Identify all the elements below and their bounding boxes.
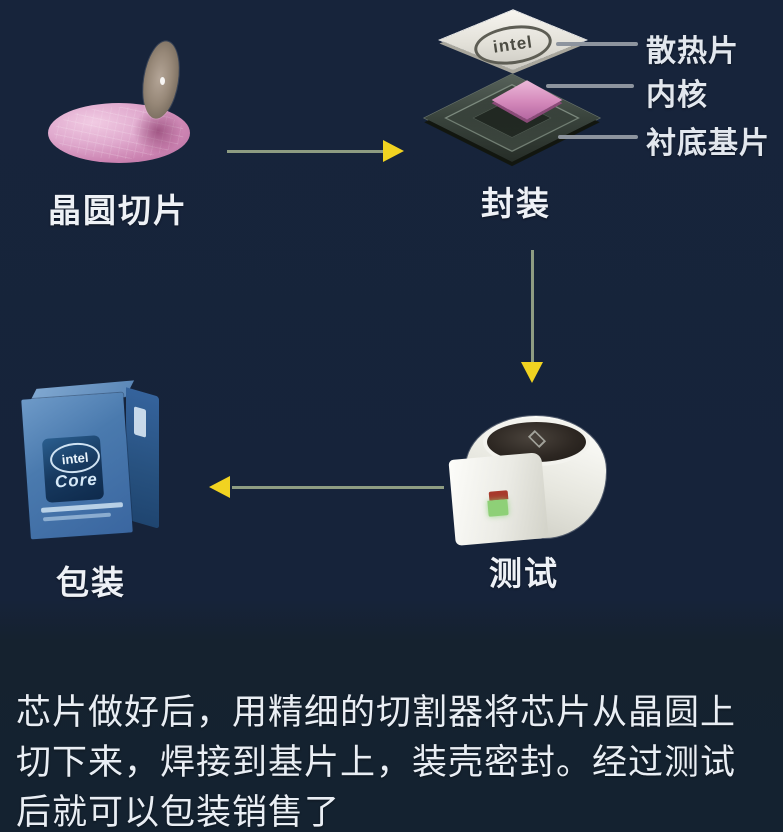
blade-hub-highlight (160, 77, 165, 85)
callout-line-core (546, 84, 634, 88)
arrow-left-stem (232, 486, 444, 489)
retail-box-side-badge (134, 406, 146, 438)
box-step-label: 包装 (56, 564, 126, 601)
description-line-2: 切下来，焊接到基片上，装壳密封。经过测试 (16, 743, 737, 782)
retail-box-logo-text: intel (60, 449, 90, 467)
arrow-down-stem (531, 250, 534, 362)
description-line-1: 芯片做好后，用精细的切割器将芯片从晶圆上 (16, 693, 737, 732)
callout-label-substrate: 衬底基片 (646, 127, 770, 160)
package-step-label: 封装 (481, 185, 551, 222)
intel-logo-text: intel (491, 32, 535, 57)
green-indicator-led (487, 499, 509, 517)
callout-label-core: 内核 (646, 79, 708, 112)
description-line-3: 后就可以包装销售了 (16, 793, 341, 832)
callout-line-heatsink (556, 42, 638, 46)
test-step-label: 测试 (489, 555, 559, 592)
callout-line-substrate (558, 135, 638, 139)
arrow-right-stem (227, 150, 385, 153)
wafer-step-label: 晶圆切片 (48, 192, 188, 229)
arrow-left-head (209, 476, 230, 498)
callout-label-heatsink: 散热片 (646, 35, 739, 68)
arrow-down-head (521, 362, 543, 383)
retail-box-product-text: Core (54, 469, 99, 492)
arrow-right-head (383, 140, 404, 162)
